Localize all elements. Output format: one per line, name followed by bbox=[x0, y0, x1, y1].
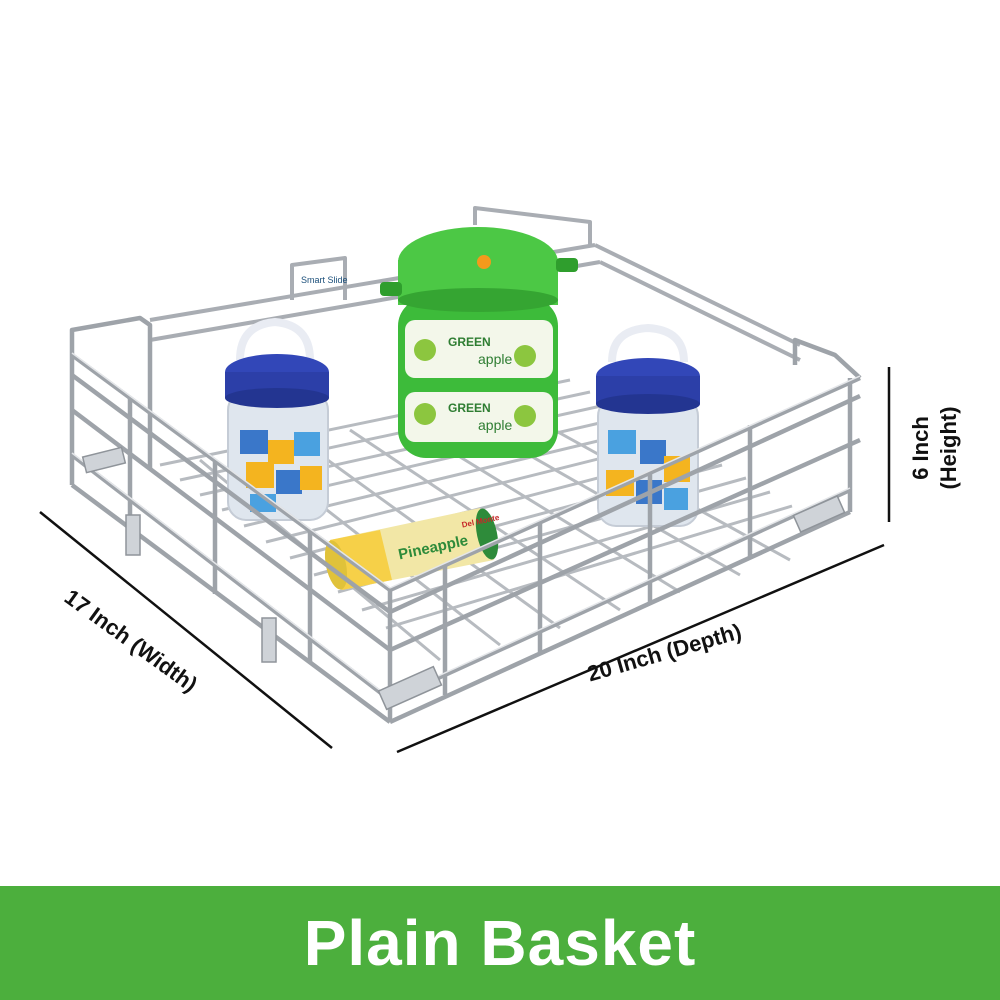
dimension-lines bbox=[39, 367, 891, 754]
width-dimension-line bbox=[39, 511, 333, 749]
height-dimension-label: 6 Inch (Height) bbox=[907, 393, 963, 503]
tiffin-box: GREEN apple GREEN apple bbox=[380, 227, 578, 458]
slide-brackets bbox=[81, 446, 846, 711]
bracket-front-left bbox=[377, 665, 443, 711]
pineapple-can: Pineapple Del Monte bbox=[324, 508, 501, 590]
tiffin-text-apple: apple bbox=[478, 351, 512, 367]
bracket-left-2 bbox=[125, 514, 141, 556]
basket-front-frame bbox=[69, 315, 862, 725]
bracket-front-right bbox=[792, 495, 846, 533]
brand-tag: Smart Slide bbox=[301, 275, 348, 285]
product-illustration: GREEN apple GREEN apple bbox=[39, 206, 891, 754]
tiffin-text-green: GREEN bbox=[448, 335, 491, 349]
tiffin-text-green-2: GREEN bbox=[448, 401, 491, 415]
height-value: 6 Inch bbox=[908, 416, 933, 480]
bracket-left-1 bbox=[81, 446, 127, 474]
bracket-left-3 bbox=[261, 617, 277, 663]
depth-dimension-line bbox=[396, 543, 885, 754]
left-jar bbox=[225, 317, 329, 521]
tiffin-text-apple-2: apple bbox=[478, 417, 512, 433]
title-banner: Plain Basket bbox=[0, 886, 1000, 1000]
basket-front-highlights bbox=[71, 352, 861, 699]
height-caption: (Height) bbox=[936, 406, 961, 490]
banner-title: Plain Basket bbox=[303, 907, 697, 979]
